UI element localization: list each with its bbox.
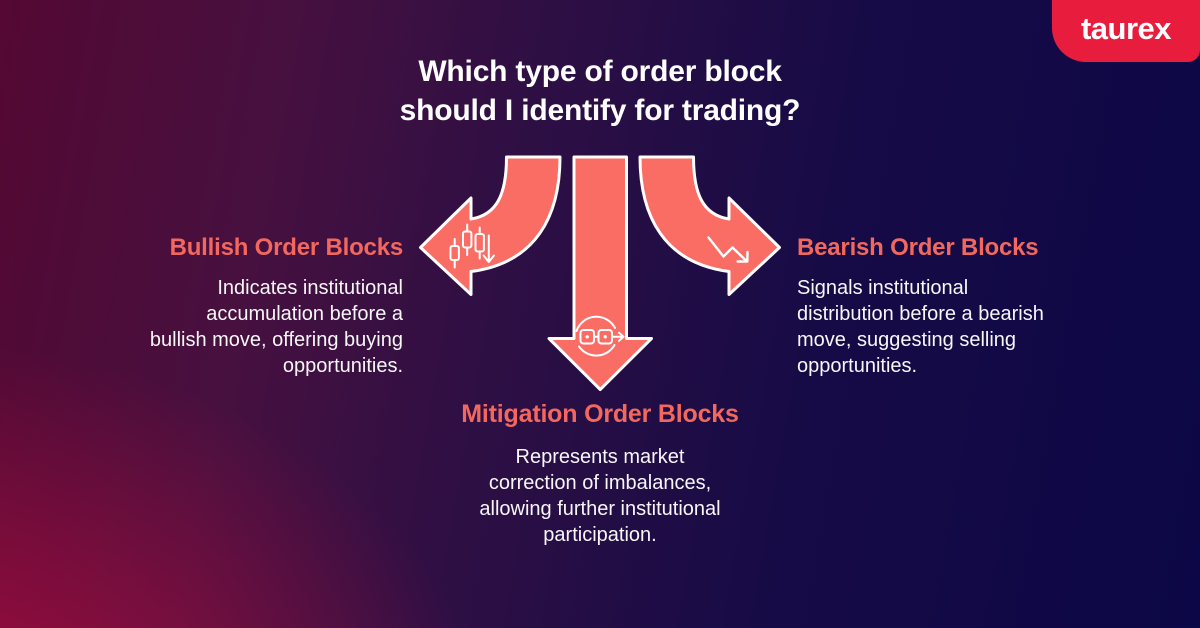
bearish-heading: Bearish Order Blocks	[797, 234, 1039, 261]
bearish-description: Signals institutional distribution befor…	[797, 277, 1044, 377]
downtrend-zigzag-arrow-icon	[707, 236, 749, 263]
page-title: Which type of order block should I ident…	[399, 55, 801, 127]
bearish-section: Bearish Order Blocks Signals institution…	[797, 234, 1107, 379]
bullish-arrow-shape	[419, 155, 562, 296]
brand-logo: taurex	[1080, 11, 1172, 46]
order-blocks-cycle-icon	[575, 315, 625, 357]
bearish-arrow-shape	[638, 155, 781, 296]
bullish-section: Bullish Order Blocks Indicates instituti…	[100, 234, 403, 379]
mitigation-heading: Mitigation Order Blocks	[461, 400, 739, 428]
mitigation-arrow-shape	[547, 155, 653, 391]
brand-badge: taurex	[1052, 0, 1200, 62]
bullish-description: Indicates institutional accumulation bef…	[149, 277, 403, 377]
mitigation-section: Mitigation Order Blocks Represents marke…	[0, 400, 1200, 548]
candlestick-chart-down-arrow-icon	[449, 223, 495, 269]
mitigation-description: Represents market correction of imbalanc…	[479, 446, 721, 546]
bullish-heading: Bullish Order Blocks	[169, 234, 404, 261]
